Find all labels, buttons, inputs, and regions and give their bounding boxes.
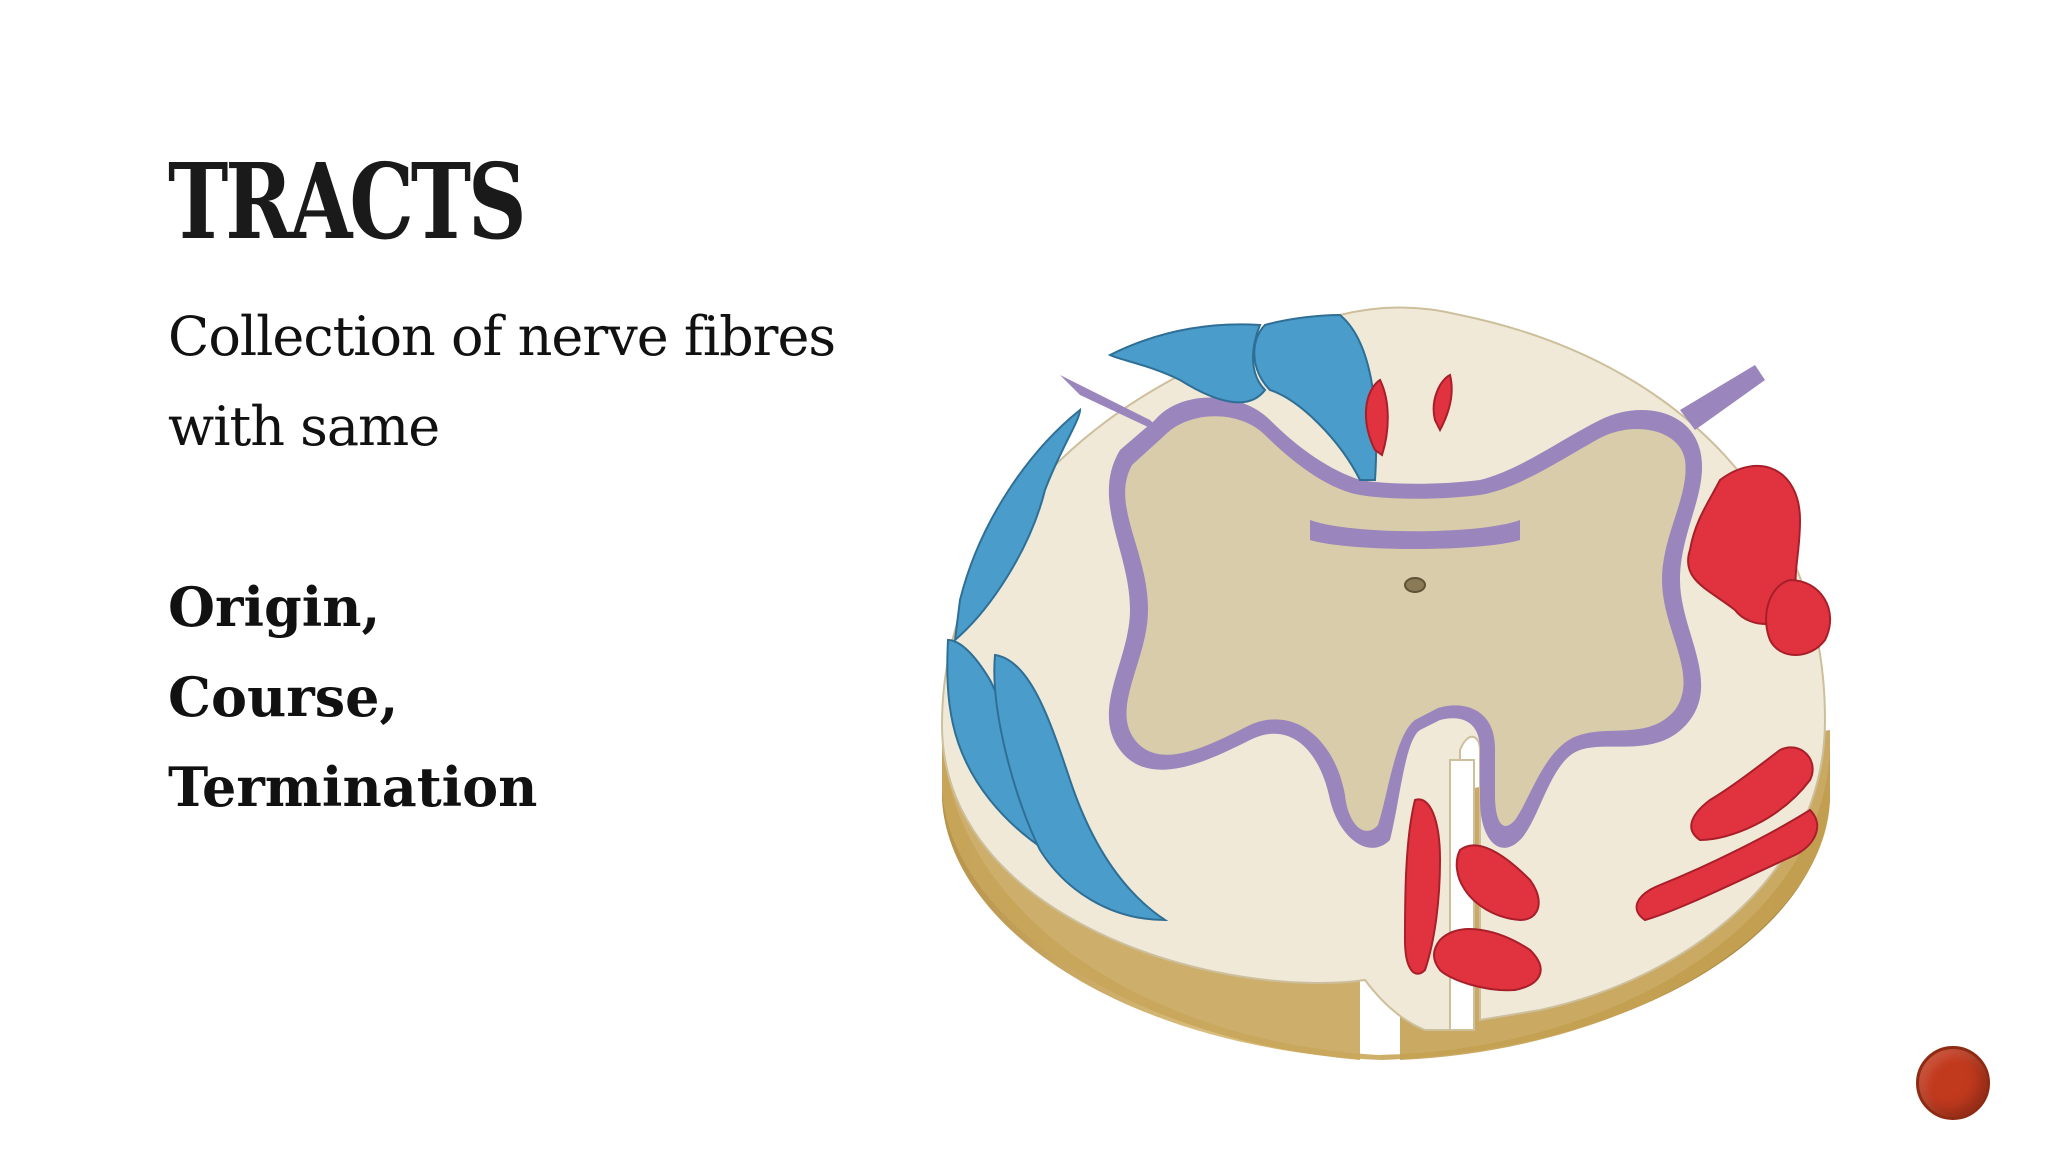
slide-title: TRACTS <box>168 140 527 263</box>
body-bold-termination: Termination <box>168 755 538 819</box>
posterior-column-red <box>1432 373 1453 433</box>
body-bold-course: Course, <box>168 665 399 729</box>
fasciculus-cuneatus <box>1107 323 1267 404</box>
body-line-1: Collection of nerve fibres <box>168 305 836 368</box>
slide-body: Collection of nerve fibres with same Ori… <box>168 292 928 832</box>
medial-longitudinal <box>1455 844 1540 922</box>
reticulospinal-tract <box>1635 808 1819 922</box>
body-spacer <box>168 472 928 562</box>
vestibulospinal-tract <box>1690 746 1814 842</box>
slide-number-badge[interactable] <box>1916 1046 1990 1120</box>
tectospinal-tract <box>1364 378 1389 457</box>
dorsal-root-right <box>1680 365 1765 430</box>
anterior-corticospinal <box>1403 798 1442 975</box>
grey-matter <box>1125 416 1686 831</box>
spinothalamic-tract <box>993 653 1169 922</box>
body-bold-origin: Origin, <box>168 575 381 639</box>
body-line-2: with same <box>168 395 440 458</box>
spinal-cord-diagram <box>940 306 1831 1060</box>
grey-commissure <box>1310 520 1520 549</box>
central-canal <box>1404 577 1426 593</box>
olivospinal-tract <box>1433 928 1542 992</box>
rubrospinal-tract <box>1765 578 1831 656</box>
dorsal-root-left <box>1060 375 1165 435</box>
dorsal-spinocerebellar <box>953 407 1082 643</box>
